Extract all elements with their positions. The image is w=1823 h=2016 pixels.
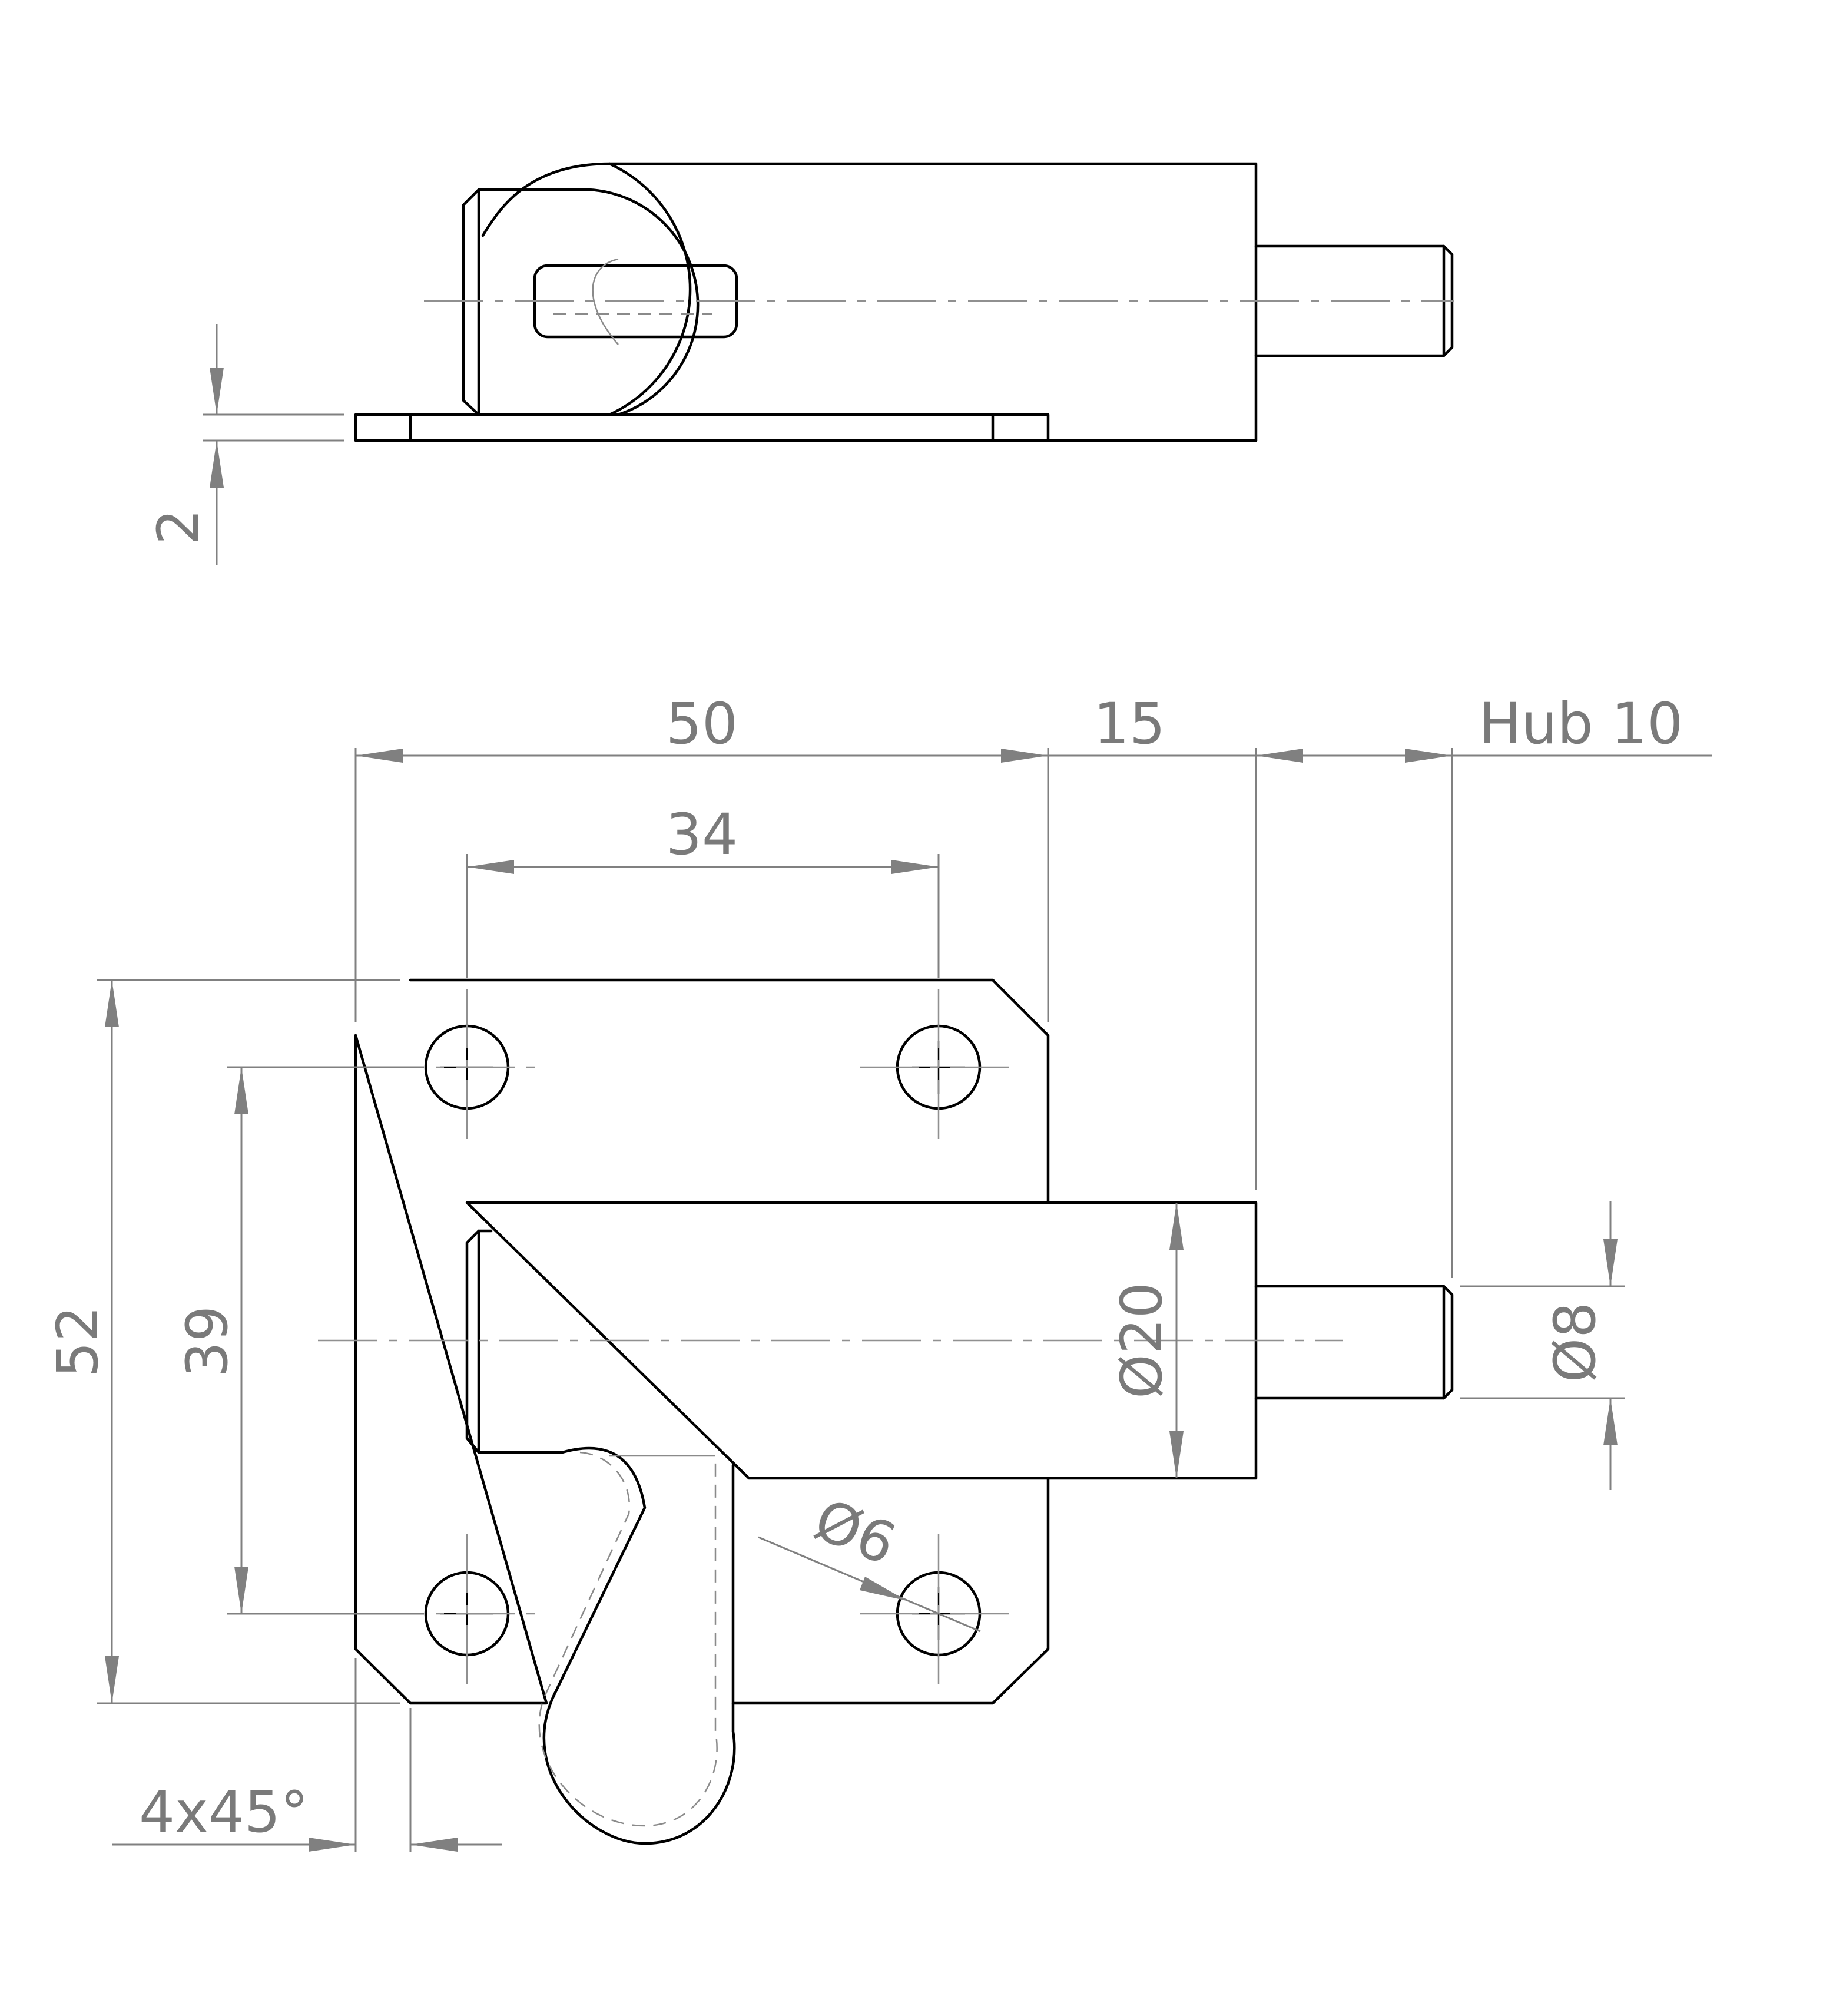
dim-d8-label: Ø8 — [1542, 1302, 1608, 1383]
front-view-pin — [1254, 1285, 1454, 1400]
front-view-base-plate — [354, 978, 1050, 1705]
top-view-housing-roll — [481, 162, 611, 237]
dim-d20-arrow-top — [1169, 1203, 1184, 1250]
dim-hub-arrow-left — [1256, 749, 1303, 763]
front-view-handle — [542, 1446, 736, 1845]
top-view-housing — [608, 162, 1258, 442]
dim-chamfer-arrow-right — [410, 1838, 458, 1852]
dim-hub-label: Hub 10 — [1479, 691, 1683, 757]
dim-chamfer-arrow-left — [309, 1838, 356, 1852]
front-view-housing — [465, 1201, 1258, 1480]
thickness-label: 2 — [145, 509, 211, 545]
dimensions: 50 15 Hub 10 34 52 39 Ø20 — [45, 691, 1712, 1852]
front-view — [318, 978, 1454, 1845]
top-view-bolt-face — [462, 188, 591, 416]
thickness-arrow-top — [210, 368, 224, 415]
dim-34-arrow-right — [891, 860, 939, 874]
top-view-housing-inner-arc — [587, 188, 700, 416]
top-view-base-plate — [354, 413, 1050, 442]
dim-d6-arrow — [860, 1577, 907, 1601]
dim-52-arrow-top — [105, 980, 119, 1027]
dim-34-label: 34 — [666, 802, 738, 868]
dim-39-arrow-bottom — [234, 1567, 248, 1614]
top-view-housing-arc — [608, 162, 692, 416]
dim-39-arrow-top — [234, 1067, 248, 1114]
dim-50-arrow-left — [356, 749, 403, 763]
dim-d20-arrow-bottom — [1169, 1431, 1184, 1478]
dim-50-label: 50 — [666, 691, 738, 757]
top-view-slot-curve — [592, 258, 619, 345]
mounting-hole-top-right — [860, 989, 1016, 1146]
thickness-arrow-bottom — [210, 441, 224, 488]
dim-d20-label: Ø20 — [1109, 1282, 1175, 1399]
dim-34-arrow-left — [467, 860, 514, 874]
dim-15-label: 15 — [1093, 691, 1165, 757]
dim-39-label: 39 — [174, 1306, 240, 1378]
dim-hub-arrow-right — [1405, 749, 1452, 763]
dim-52-label: 52 — [45, 1306, 111, 1378]
top-view: 2 — [145, 162, 1454, 565]
dim-d8-arrow-top — [1603, 1239, 1618, 1286]
dim-chamfer-label: 4x45° — [139, 1779, 309, 1845]
front-view-handle-hidden — [538, 1451, 718, 1827]
dim-50-arrow-right — [1001, 749, 1048, 763]
dim-d8-arrow-bottom — [1603, 1398, 1618, 1445]
front-view-bolt-end — [465, 1229, 564, 1454]
dim-52-arrow-bottom — [105, 1656, 119, 1703]
